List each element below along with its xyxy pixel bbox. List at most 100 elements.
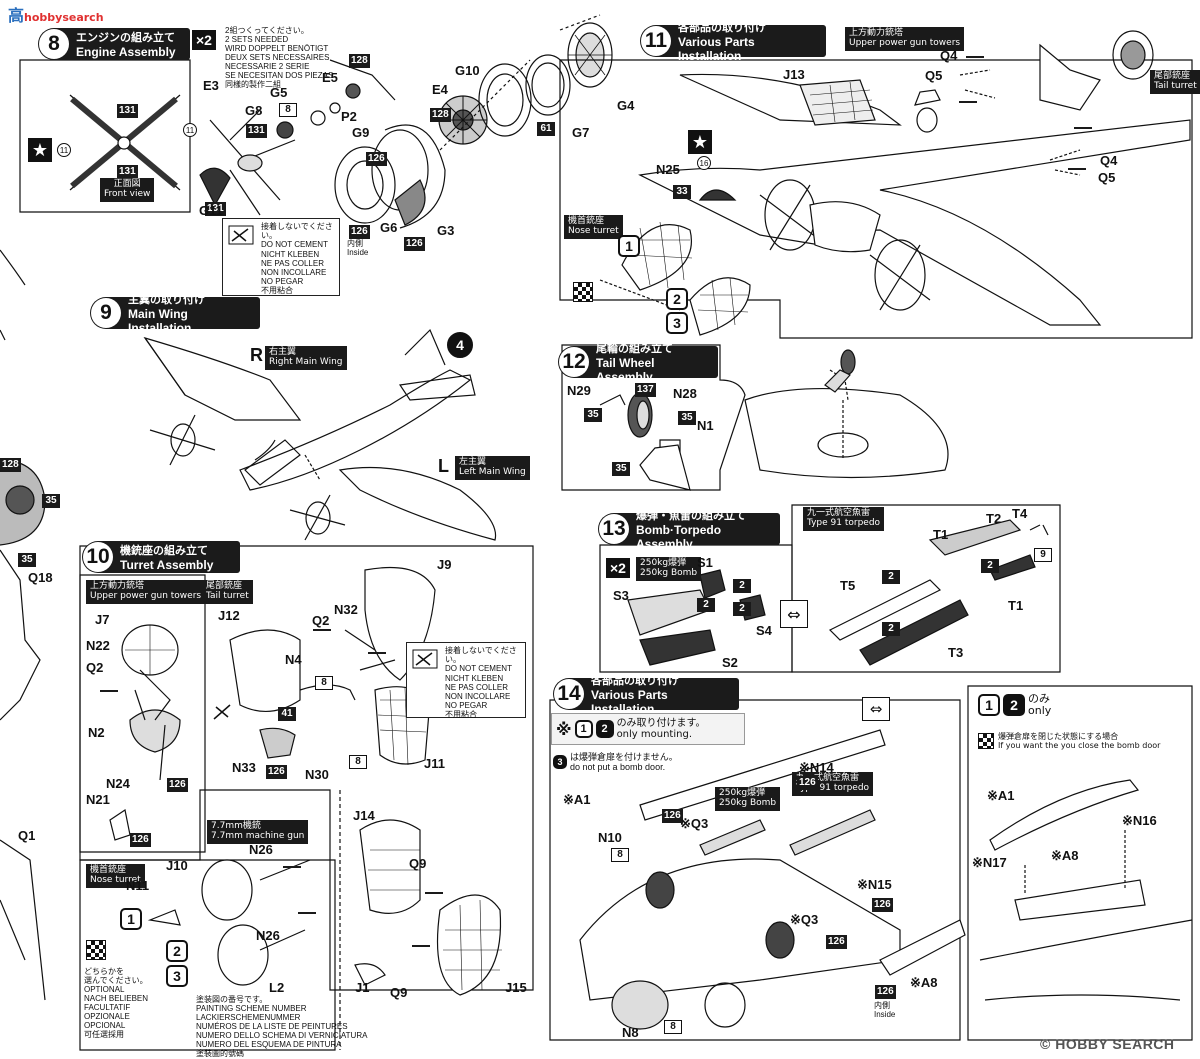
color-badge-126: 126 xyxy=(872,898,893,912)
color-badge-2: 2 xyxy=(882,570,900,584)
color-badge-8: 8 xyxy=(349,755,367,769)
part-label: G7 xyxy=(572,125,590,140)
part-label: S2 xyxy=(722,655,738,670)
part-label: Q5 xyxy=(925,68,943,83)
part-label: N26 xyxy=(256,928,280,943)
part-label: N4 xyxy=(285,652,302,667)
part-label: J13 xyxy=(783,67,805,82)
color-badge-28 xyxy=(368,652,386,654)
color-badge-131: 131 xyxy=(246,124,267,138)
part-label: ※N16 xyxy=(1122,813,1157,828)
part-label: J10 xyxy=(166,858,188,873)
part-label: E4 xyxy=(432,82,448,97)
color-badge-126: 126 xyxy=(366,152,387,166)
part-label: Q5 xyxy=(1098,170,1116,185)
part-label: ※A1 xyxy=(987,788,1015,803)
color-badge-2: 2 xyxy=(981,559,999,573)
star-marking-icon: ★ xyxy=(28,138,52,162)
part-label: N21 xyxy=(86,792,110,807)
part-label: N8 xyxy=(622,1025,639,1040)
paint-scheme-2-badge: 2 xyxy=(666,288,688,310)
color-badge-8: 8 xyxy=(279,103,297,117)
color-circle-16: 16 xyxy=(697,156,711,170)
color-badge-126: 126 xyxy=(875,985,896,999)
part-label: Q2 xyxy=(312,613,330,628)
color-badge-2: 2 xyxy=(697,598,715,612)
no-glue-icon xyxy=(412,649,438,669)
swap-arrow-icon: ⇔ xyxy=(780,600,808,628)
color-badge-131: 131 xyxy=(117,165,138,179)
color-badge-35: 35 xyxy=(584,408,602,422)
part-label: J7 xyxy=(95,612,110,627)
part-label: S1 xyxy=(697,555,713,570)
part-label: G11 xyxy=(199,203,223,218)
color-circle-4: 4 xyxy=(447,332,473,358)
color-badge-61: 61 xyxy=(537,122,555,136)
color-badge-41: 41 xyxy=(278,707,296,721)
part-label: N10 xyxy=(598,830,622,845)
color-badge-28 xyxy=(425,892,443,894)
paint-scheme-1-badge: 1 xyxy=(618,235,640,257)
hobby-search-watermark: © HOBBY SEARCH xyxy=(1040,1036,1175,1052)
part-label: J15 xyxy=(505,980,527,995)
part-label: ※N17 xyxy=(972,855,1007,870)
color-badge-126: 126 xyxy=(266,765,287,779)
part-label: P2 xyxy=(341,109,357,124)
part-label: N28 xyxy=(673,386,697,401)
part-label: N1 xyxy=(697,418,714,433)
color-badge-128: 128 xyxy=(349,54,370,68)
part-label: T5 xyxy=(840,578,856,593)
part-label: ※N14 xyxy=(799,760,834,775)
color-badge-35: 35 xyxy=(42,494,60,508)
part-label: T2 xyxy=(986,511,1002,526)
color-badge-28 xyxy=(966,56,984,58)
color-badge-28 xyxy=(959,101,977,103)
part-label: Q9 xyxy=(409,856,427,871)
engine-qty-badge: ×2 xyxy=(192,30,216,50)
color-badge-9: 9 xyxy=(1034,548,1052,562)
optional-checker-icon xyxy=(86,940,106,960)
part-label: N29 xyxy=(567,383,591,398)
part-label: Q2 xyxy=(86,660,104,675)
color-badge-28 xyxy=(313,629,331,631)
part-label: N30 xyxy=(305,767,329,782)
part-label: Q18 xyxy=(28,570,53,585)
no-glue-icon xyxy=(212,703,234,721)
bomb-qty-badge: ×2 xyxy=(606,558,630,578)
site-logo: 高hobbysearch xyxy=(8,6,104,25)
color-badge-137: 137 xyxy=(635,383,656,397)
part-label: J9 xyxy=(437,557,452,572)
part-label: G4 xyxy=(617,98,635,113)
swap-arrow-icon: ⇔ xyxy=(862,697,890,721)
color-badge-128: 128 xyxy=(430,108,451,122)
bomb-door-note: 3 は爆弾倉扉を付けません。do not put a bomb door. xyxy=(553,752,678,772)
part-label: ※A8 xyxy=(1051,848,1079,863)
part-label: T1 xyxy=(1008,598,1024,613)
mounting-note: ※ 1 2 のみ取り付けます。only mounting. xyxy=(551,713,745,745)
color-badge-2: 2 xyxy=(733,579,751,593)
star-marking-icon: ★ xyxy=(688,130,712,154)
part-label: J11 xyxy=(424,756,445,771)
color-badge-28 xyxy=(283,866,301,868)
part-label: T1 xyxy=(933,527,949,542)
part-label: N11 xyxy=(126,878,150,893)
